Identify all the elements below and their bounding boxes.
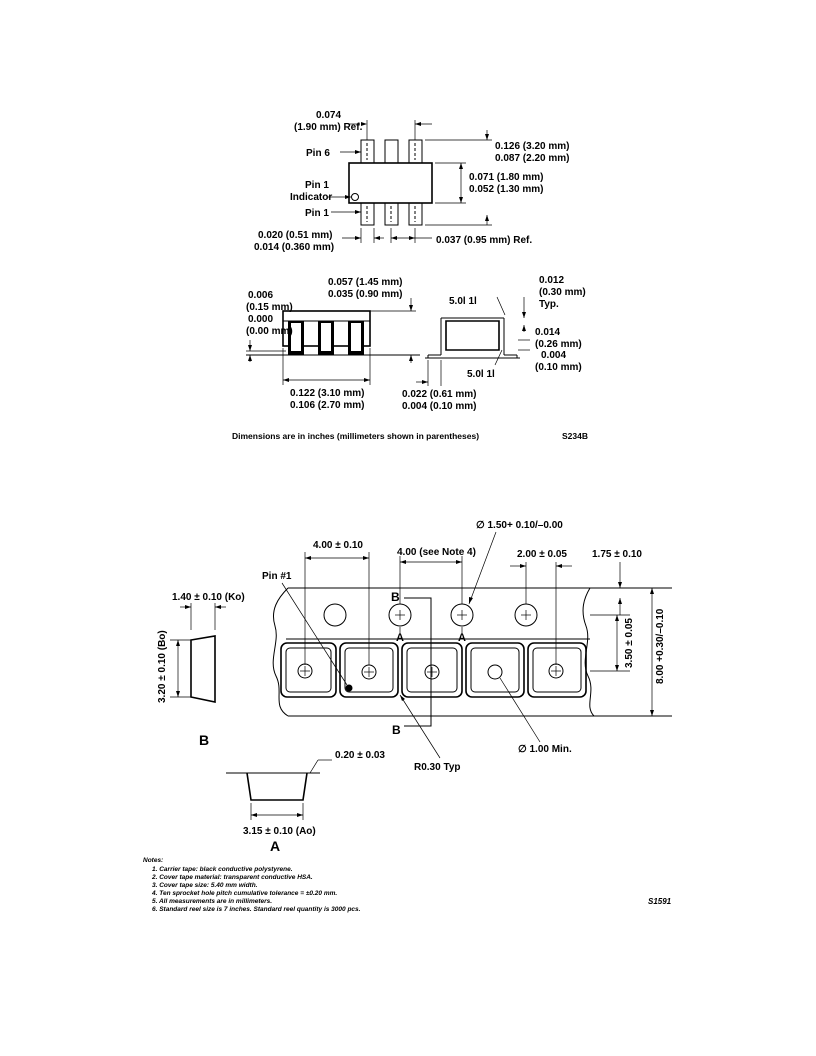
label-w087: 0.087 (2.20 mm) — [495, 153, 570, 164]
label-len122: 0.122 (3.10 mm) — [290, 388, 365, 399]
label-d100: ∅ 1.00 Min. — [518, 744, 572, 755]
dimensions-note: Dimensions are in inches (millimeters sh… — [232, 431, 479, 441]
label-pin1-indicator-1: Pin 1 — [305, 180, 329, 191]
lead-bottom-1 — [360, 202, 375, 226]
label-pitch037: 0.037 (0.95 mm) Ref. — [436, 235, 532, 246]
label-ao-315: 3.15 ± 0.10 (Ao) — [243, 826, 316, 837]
label-len106: 0.106 (2.70 mm) — [290, 400, 365, 411]
note-6: 6. Standard reel size is 7 inches. Stand… — [152, 906, 361, 913]
sprocket-hole-1 — [323, 603, 347, 627]
label-w126: 0.126 (3.20 mm) — [495, 141, 570, 152]
lead-top-2 — [384, 139, 399, 164]
label-h006-mm: (0.15 mm) — [246, 302, 293, 313]
label-t057: 0.057 (1.45 mm) — [328, 277, 403, 288]
pocket-hole-min — [487, 664, 503, 680]
pin1-indicator-dot — [351, 193, 359, 201]
label-pin6: Pin 6 — [306, 148, 330, 159]
label-e-175: 1.75 ± 0.10 — [592, 549, 642, 560]
label-bo-320: 3.20 ± 0.10 (Bo) — [157, 630, 168, 703]
tape-right-edge — [582, 587, 595, 717]
note-5: 5. All measurements are in millimeters. — [152, 898, 272, 905]
label-lead020: 0.020 (0.51 mm) — [258, 230, 333, 241]
label-t012: 0.012 — [539, 275, 564, 286]
label-angle-top: 5.0l 1l — [449, 296, 477, 307]
pocket-section-a — [246, 772, 308, 801]
note-4: 4. Ten sprocket hole pitch cumulative to… — [151, 890, 337, 897]
label-w-800: 8.00 +0.30/–0.10 — [655, 608, 666, 684]
note-2: 2. Cover tape material: transparent cond… — [151, 874, 313, 881]
notes-block: Notes: 1. Carrier tape: black conductive… — [143, 857, 672, 913]
pocket-section-b — [190, 635, 216, 703]
label-ref-074: 0.074 — [316, 110, 341, 121]
label-h000-mm: (0.00 mm) — [246, 326, 293, 337]
figure-id-top: S234B — [562, 431, 588, 441]
label-pin1-indicator-2: Indicator — [290, 192, 332, 203]
figure-id-bottom: S1591 — [648, 897, 672, 906]
end-view-package: 5.0l 1l 0.012 (0.30 mm) Typ. 0.014 (0.26… — [402, 275, 586, 412]
pocket-1 — [280, 642, 337, 698]
lead-bottom-2 — [384, 202, 399, 226]
label-ref-074-mm: (1.90 mm) Ref. — [294, 122, 363, 133]
lead-top-3 — [408, 139, 423, 164]
package-body — [348, 162, 433, 204]
note-3: 3. Cover tape size: 5.40 mm width. — [152, 882, 258, 889]
label-l004: 0.004 — [541, 350, 566, 361]
label-h006: 0.006 — [248, 290, 273, 301]
label-h000: 0.000 — [248, 314, 273, 325]
label-r030: R0.30 Typ — [414, 762, 461, 773]
marker-a-2: A — [458, 632, 466, 644]
pocket-3 — [401, 642, 463, 698]
marker-b-top: B — [391, 590, 400, 604]
pocket-5 — [527, 642, 587, 698]
note-1: 1. Carrier tape: black conductive polyst… — [152, 866, 293, 873]
lead-top-1 — [360, 139, 375, 164]
end-body — [445, 320, 500, 351]
label-l004-mm: (0.10 mm) — [535, 362, 582, 373]
marker-a-1: A — [396, 632, 404, 644]
side-view-package: 0.006 (0.15 mm) 0.000 (0.00 mm) 0.057 (1… — [246, 277, 420, 411]
section-b-label: B — [199, 732, 209, 748]
marker-b-bottom: B — [392, 723, 401, 737]
label-typ: Typ. — [539, 299, 559, 310]
pin1-dot — [345, 684, 353, 692]
tape-left-edge — [272, 587, 289, 717]
label-pitch-400: 4.00 ± 0.10 — [313, 540, 363, 551]
label-pin1: Pin 1 — [305, 208, 329, 219]
label-lead014: 0.014 (0.360 mm) — [254, 242, 334, 253]
label-t035: 0.035 (0.90 mm) — [328, 289, 403, 300]
label-pin1-tape: Pin #1 — [262, 571, 292, 582]
notes-title: Notes: — [143, 857, 163, 864]
label-t012-mm: (0.30 mm) — [539, 287, 586, 298]
label-p2-200: 2.00 ± 0.05 — [517, 549, 567, 560]
label-l014: 0.014 — [535, 327, 560, 338]
label-angle-bottom: 5.0l 1l — [467, 369, 495, 380]
label-ko-140: 1.40 ± 0.10 (Ko) — [172, 592, 245, 603]
label-f004: 0.004 (0.10 mm) — [402, 401, 477, 412]
label-h052: 0.052 (1.30 mm) — [469, 184, 544, 195]
label-l014-mm: (0.26 mm) — [535, 339, 582, 350]
label-h071: 0.071 (1.80 mm) — [469, 172, 544, 183]
lead-bottom-3 — [408, 202, 423, 226]
top-view-package: 0.074 (1.90 mm) Ref. Pin 6 Pin 1 Indicat… — [254, 110, 570, 253]
label-hole-dia: ∅ 1.50+ 0.10/–0.00 — [476, 520, 563, 531]
carrier-tape-drawing: 4.00 ± 0.10 4.00 (see Note 4) 2.00 ± 0.0… — [157, 520, 672, 854]
section-a-label: A — [270, 838, 280, 854]
label-f-350: 3.50 ± 0.05 — [624, 618, 635, 668]
label-f022: 0.022 (0.61 mm) — [402, 389, 477, 400]
pocket-4 — [465, 642, 525, 698]
label-pitch-note4: 4.00 (see Note 4) — [397, 547, 476, 558]
label-t-020: 0.20 ± 0.03 — [335, 750, 385, 761]
